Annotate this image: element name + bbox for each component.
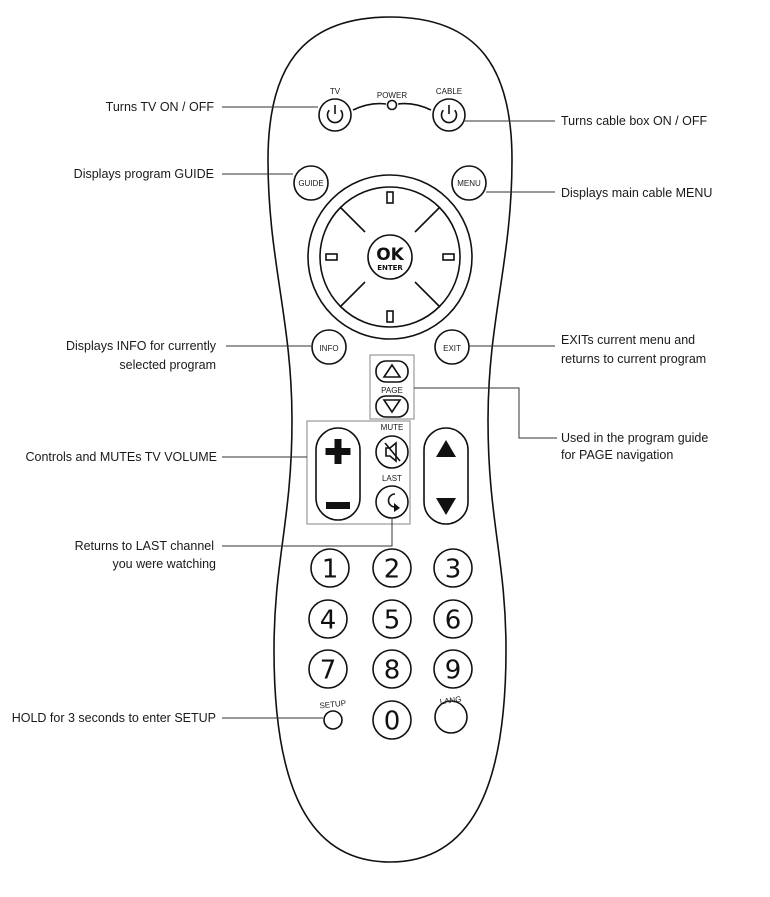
number-button[interactable]: 6 bbox=[433, 599, 473, 639]
number-button-label: 4 bbox=[320, 606, 337, 636]
remote-body-outline bbox=[267, 16, 513, 863]
number-button[interactable]: 0 bbox=[372, 700, 412, 740]
number-button-label: 3 bbox=[445, 555, 462, 585]
callout-setup: HOLD for 3 seconds to enter SETUP bbox=[12, 711, 216, 725]
triangle-outline-up-icon bbox=[382, 363, 402, 378]
number-button[interactable]: 9 bbox=[433, 649, 473, 689]
last-label: LAST bbox=[382, 474, 402, 483]
minus-icon bbox=[326, 502, 350, 509]
svg-text:OK: OK bbox=[376, 245, 404, 265]
number-button-outline bbox=[433, 599, 473, 639]
dpad bbox=[307, 174, 473, 340]
triangle-outline-down-icon bbox=[382, 399, 402, 414]
mute-button[interactable] bbox=[375, 435, 409, 469]
number-button-outline bbox=[433, 649, 473, 689]
dpad-up[interactable] bbox=[386, 191, 394, 204]
number-button-outline bbox=[372, 548, 412, 588]
svg-text:GUIDE: GUIDE bbox=[298, 179, 323, 188]
volume-group-box bbox=[306, 420, 411, 525]
power-arc-left bbox=[352, 102, 387, 111]
info-button[interactable]: INFO bbox=[311, 329, 347, 365]
number-button-outline bbox=[308, 649, 348, 689]
number-button[interactable]: 7 bbox=[308, 649, 348, 689]
callout-last-line2: you were watching bbox=[112, 557, 216, 571]
exit-button[interactable]: EXIT bbox=[434, 329, 470, 365]
callout-page-line1: Used in the program guide bbox=[561, 431, 708, 445]
number-button-outline bbox=[433, 548, 473, 588]
guide-button[interactable]: GUIDE bbox=[293, 165, 329, 201]
speaker-muted-icon bbox=[384, 441, 401, 463]
return-arrow-icon bbox=[387, 493, 400, 512]
callout-info-line1: Displays INFO for currently bbox=[66, 339, 217, 353]
svg-text:INFO: INFO bbox=[319, 344, 338, 353]
tv-power-button[interactable] bbox=[318, 98, 352, 132]
last-button[interactable] bbox=[375, 485, 409, 519]
svg-text:ENTER: ENTER bbox=[377, 264, 403, 272]
power-icon bbox=[326, 105, 344, 124]
callout-last-line1: Returns to LAST channel bbox=[75, 539, 214, 553]
tv-label: TV bbox=[330, 87, 341, 96]
number-button-label: 1 bbox=[322, 555, 339, 585]
ok-enter-button[interactable]: OK ENTER bbox=[367, 234, 413, 280]
number-button-label: 8 bbox=[384, 656, 401, 686]
power-icon bbox=[440, 105, 458, 124]
number-button-label: 0 bbox=[384, 707, 401, 737]
page-label: PAGE bbox=[381, 386, 403, 395]
channel-rocker[interactable] bbox=[423, 427, 469, 525]
power-arc-right bbox=[397, 102, 432, 111]
callout-cable-power: Turns cable box ON / OFF bbox=[561, 114, 707, 128]
page-down-button[interactable] bbox=[375, 395, 409, 418]
callout-page-line2: for PAGE navigation bbox=[561, 448, 673, 462]
svg-text:MENU: MENU bbox=[457, 179, 481, 188]
callout-tv-power: Turns TV ON / OFF bbox=[106, 100, 215, 114]
number-button-outline bbox=[372, 700, 412, 740]
callout-exit-line1: EXITs current menu and bbox=[561, 333, 695, 347]
power-label: POWER bbox=[377, 91, 407, 100]
cable-power-button[interactable] bbox=[432, 98, 466, 132]
page-group-box bbox=[369, 354, 415, 420]
plus-icon bbox=[325, 439, 351, 464]
number-button[interactable]: 1 bbox=[310, 548, 350, 588]
number-button-outline bbox=[310, 548, 350, 588]
dpad-right[interactable] bbox=[442, 253, 455, 261]
callout-guide: Displays program GUIDE bbox=[74, 167, 214, 181]
number-button[interactable]: 3 bbox=[433, 548, 473, 588]
setup-label: SETUP bbox=[319, 699, 346, 711]
number-button-label: 2 bbox=[384, 555, 401, 585]
volume-rocker[interactable] bbox=[315, 427, 361, 521]
triangle-down-icon bbox=[436, 498, 456, 515]
svg-text:LANG: LANG bbox=[439, 695, 462, 707]
cable-label: CABLE bbox=[436, 87, 462, 96]
callout-exit-line2: returns to current program bbox=[561, 352, 706, 366]
menu-button[interactable]: MENU bbox=[451, 165, 487, 201]
number-button[interactable]: 8 bbox=[372, 649, 412, 689]
page-up-button[interactable] bbox=[375, 360, 409, 383]
callout-menu: Displays main cable MENU bbox=[561, 186, 712, 200]
number-button[interactable]: 2 bbox=[372, 548, 412, 588]
dpad-down[interactable] bbox=[386, 310, 394, 323]
number-button[interactable]: 4 bbox=[308, 599, 348, 639]
number-button-outline bbox=[372, 649, 412, 689]
svg-text:EXIT: EXIT bbox=[443, 344, 461, 353]
number-button[interactable]: 5 bbox=[372, 599, 412, 639]
number-button-outline bbox=[308, 599, 348, 639]
dpad-left[interactable] bbox=[325, 253, 338, 261]
setup-button[interactable] bbox=[323, 710, 343, 730]
number-button-label: 7 bbox=[320, 656, 337, 686]
power-led bbox=[386, 99, 398, 111]
number-button-outline bbox=[372, 599, 412, 639]
mute-label: MUTE bbox=[381, 423, 404, 432]
number-button-label: 5 bbox=[384, 606, 401, 636]
number-pad: 1 2 3 4 5 6 7 8 9 0 bbox=[308, 548, 473, 740]
leader-lines bbox=[222, 106, 557, 719]
lang-button[interactable]: LANG bbox=[434, 695, 468, 734]
callout-info-line2: selected program bbox=[119, 358, 216, 372]
number-button-label: 6 bbox=[445, 606, 462, 636]
number-button-label: 9 bbox=[445, 656, 462, 686]
callout-volume: Controls and MUTEs TV VOLUME bbox=[26, 450, 218, 464]
triangle-up-icon bbox=[436, 440, 456, 457]
